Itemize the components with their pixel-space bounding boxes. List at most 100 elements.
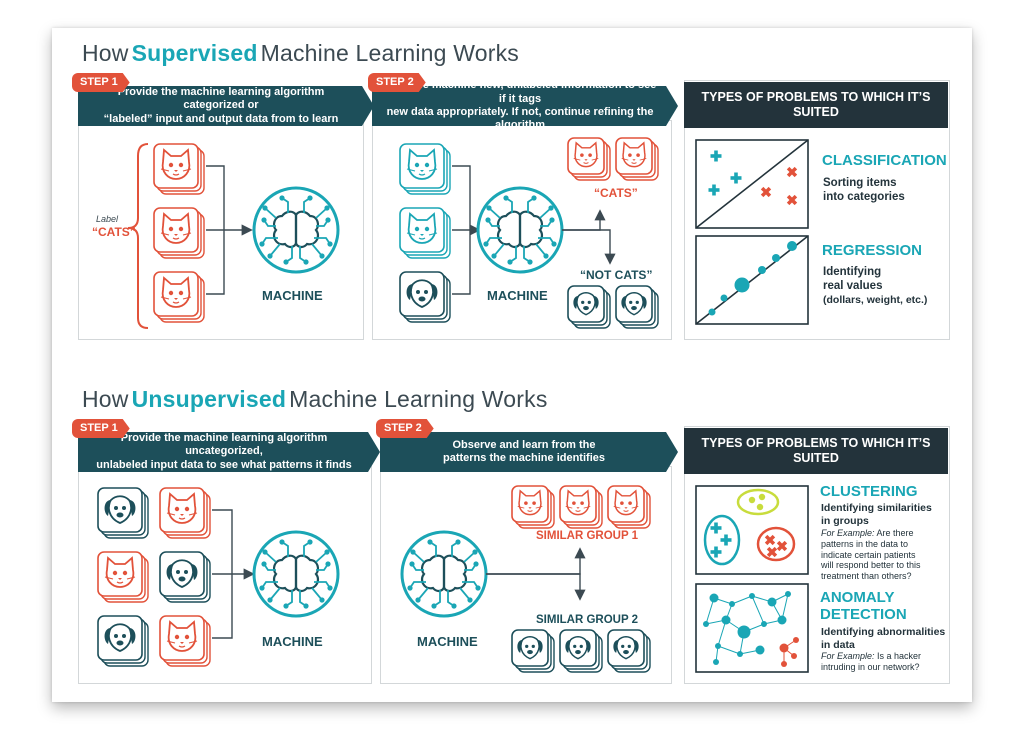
cat-whisker bbox=[166, 512, 176, 516]
face bbox=[104, 623, 136, 652]
data-point bbox=[772, 254, 780, 262]
x-bar bbox=[776, 540, 788, 552]
cat-whisker bbox=[160, 168, 170, 172]
tile-front bbox=[615, 285, 653, 323]
dog-icon bbox=[97, 487, 149, 539]
cat-eye bbox=[178, 162, 184, 168]
x-bar bbox=[764, 534, 776, 546]
heading-accent: Unsupervised bbox=[131, 386, 287, 412]
cat-mouth bbox=[116, 581, 124, 584]
cat-eye bbox=[636, 153, 640, 157]
face bbox=[565, 489, 591, 516]
tile-front bbox=[615, 137, 653, 175]
dog-eye bbox=[579, 644, 583, 648]
cat-eye bbox=[628, 153, 632, 157]
x-icon bbox=[786, 166, 798, 178]
tile-front bbox=[559, 485, 597, 523]
tile-front bbox=[97, 487, 143, 533]
cat-whisker bbox=[428, 168, 438, 172]
dog-nose bbox=[575, 650, 581, 655]
desc-line: into categories bbox=[823, 190, 905, 203]
heading-suffix: Machine Learning Works bbox=[260, 40, 520, 66]
cat-eye bbox=[580, 153, 584, 157]
plus-bar bbox=[734, 172, 738, 184]
cat-mouth bbox=[583, 162, 589, 164]
clustering-example: For Example: Are there patterns in the d… bbox=[821, 528, 921, 582]
arrow bbox=[486, 547, 586, 575]
x-icon bbox=[776, 540, 788, 552]
face bbox=[621, 292, 647, 316]
brain-icon bbox=[476, 186, 564, 274]
x-bar bbox=[760, 186, 772, 198]
plus-bar bbox=[712, 184, 716, 196]
cluster-dot bbox=[756, 503, 764, 511]
dog-icon bbox=[511, 629, 555, 673]
cluster-dot bbox=[758, 493, 766, 501]
tile-front bbox=[559, 629, 597, 667]
cluster-dot bbox=[748, 496, 756, 504]
plus-icon bbox=[710, 546, 722, 558]
dog-eye bbox=[627, 644, 631, 648]
desc-line: in data bbox=[821, 638, 855, 651]
cat-eye bbox=[580, 501, 584, 505]
x-bar bbox=[786, 166, 798, 178]
brain-icon bbox=[252, 530, 340, 618]
cat-nose bbox=[632, 159, 636, 161]
cat-icon bbox=[159, 615, 211, 667]
cat-icon bbox=[567, 137, 611, 181]
dog-eye bbox=[531, 644, 535, 648]
cat-eye bbox=[532, 501, 536, 505]
example-line: will respond better to this bbox=[821, 560, 921, 571]
desc-line: in groups bbox=[821, 514, 869, 527]
face bbox=[517, 636, 543, 660]
example-line: treatment than others? bbox=[821, 571, 912, 582]
network-node bbox=[709, 593, 719, 603]
cat-eye bbox=[174, 634, 180, 640]
clustering-title: CLUSTERING bbox=[820, 483, 918, 500]
cat-eye bbox=[184, 506, 190, 512]
desc-line: Identifying abnormalities bbox=[821, 626, 946, 638]
cat-whisker bbox=[573, 158, 581, 161]
banner-line: patterns the machine identifies bbox=[443, 452, 605, 464]
cat-mouth bbox=[418, 237, 426, 240]
cat-nose bbox=[174, 170, 178, 172]
data-point bbox=[720, 294, 728, 302]
cat-whisker bbox=[166, 640, 176, 644]
cat-eye bbox=[424, 162, 430, 168]
banner-line: unlabeled input data to see what pattern… bbox=[96, 458, 352, 471]
x-icon bbox=[764, 534, 776, 546]
desc-line: (dollars, weight, etc.) bbox=[823, 293, 928, 306]
cat-head bbox=[167, 492, 197, 524]
cat-nose bbox=[420, 170, 424, 172]
face bbox=[166, 492, 198, 524]
cat-eye bbox=[174, 506, 180, 512]
face bbox=[406, 148, 438, 180]
tile-front bbox=[511, 629, 549, 667]
cat-icon bbox=[97, 551, 149, 603]
classification-title: CLASSIFICATION bbox=[822, 152, 947, 169]
dog-icon bbox=[607, 629, 651, 673]
example-line: indicate certain patients bbox=[821, 549, 916, 560]
dog-eye bbox=[621, 644, 625, 648]
example-line: Are there bbox=[874, 528, 914, 538]
dog-head bbox=[576, 292, 596, 316]
brain-icon bbox=[252, 186, 340, 274]
cat-nose bbox=[576, 507, 580, 509]
cat-nose bbox=[180, 642, 184, 644]
tile-front bbox=[153, 143, 199, 189]
desc-line: Sorting items bbox=[823, 177, 897, 189]
tile-front bbox=[153, 207, 199, 253]
cat-nose bbox=[420, 234, 424, 236]
plus-bar bbox=[714, 150, 718, 162]
label-caption: Label bbox=[96, 214, 119, 224]
cat-whisker bbox=[188, 640, 198, 644]
cat-nose bbox=[584, 159, 588, 161]
plus-bar bbox=[724, 534, 728, 546]
dog-nose bbox=[116, 640, 124, 646]
supervised-problems-banner: TYPES OF PROBLEMS TO WHICH IT’S SUITED bbox=[684, 82, 948, 128]
cat-eye bbox=[178, 290, 184, 296]
tile-front bbox=[607, 485, 645, 523]
cat-eye bbox=[112, 570, 118, 576]
cat-whisker bbox=[621, 158, 629, 161]
